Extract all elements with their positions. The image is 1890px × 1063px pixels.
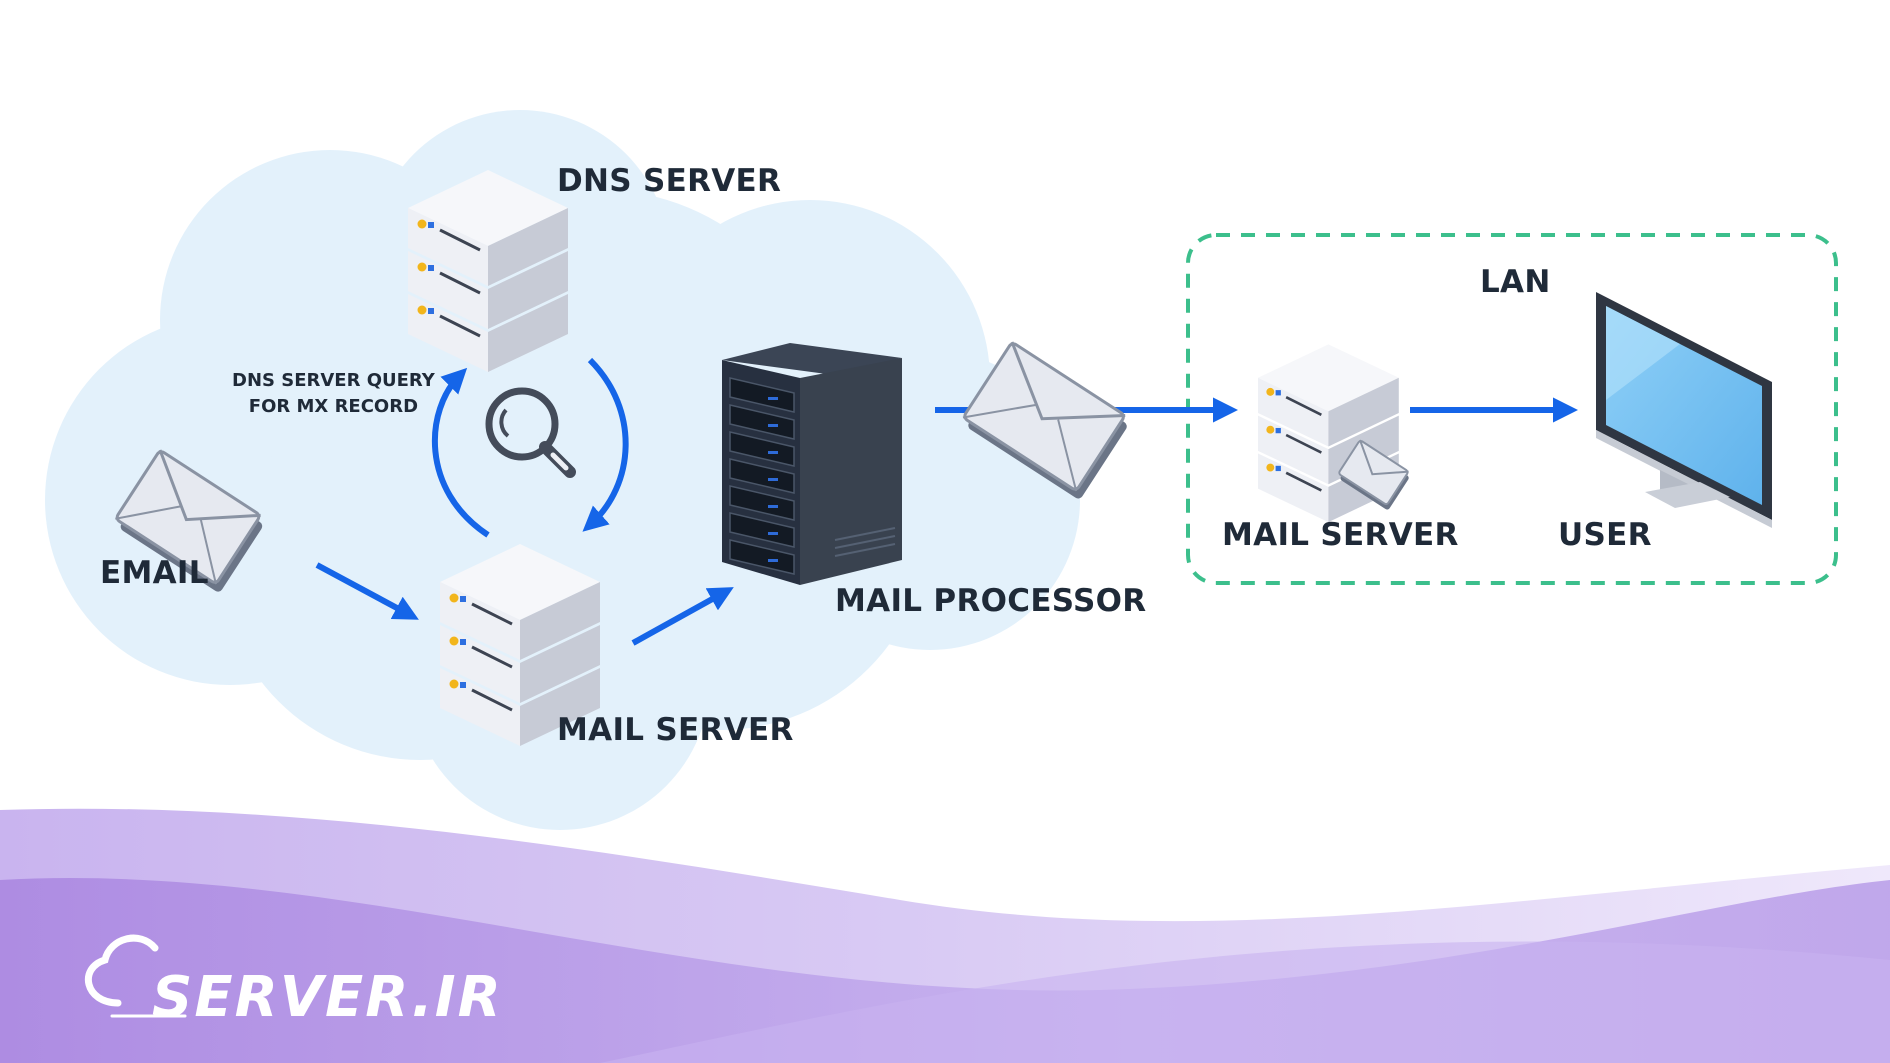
cloud-logo-icon [84,934,187,1018]
dns-server-icon [406,170,570,374]
arrow-email-to-mail-server [315,562,419,620]
dns-query-arrows [431,357,629,538]
lan-server-envelope-icon [1338,439,1409,510]
bottom-waves [0,808,1890,1063]
transit-envelope-icon [962,341,1127,499]
mail-server-icon [438,544,602,748]
brand-logo: SERVER.IR [78,958,501,1038]
dns-server-label: DNS SERVER [557,163,782,199]
mail-processor-rack-icon [722,343,902,585]
dns-query-label-line2: FOR MX RECORD [248,396,419,417]
lan-label: LAN [1480,264,1551,300]
user-label: USER [1558,517,1652,553]
lan-mail-server-icon [1256,344,1401,524]
email-envelope-icon [115,449,263,592]
dns-query-label: DNS SERVER QUERY FOR MX RECORD [232,368,435,420]
lan-mail-server-label: MAIL SERVER [1222,517,1459,553]
email-label: EMAIL [100,555,209,591]
user-monitor-icon [1596,292,1772,528]
mail-processor-label: MAIL PROCESSOR [835,583,1147,619]
brand-logo-text: SERVER.IR [152,965,503,1030]
magnifier-icon [485,387,576,478]
dns-query-label-line1: DNS SERVER QUERY [232,370,435,391]
arrow-mail-server-to-processor [631,587,734,646]
mail-server-label: MAIL SERVER [557,712,794,748]
